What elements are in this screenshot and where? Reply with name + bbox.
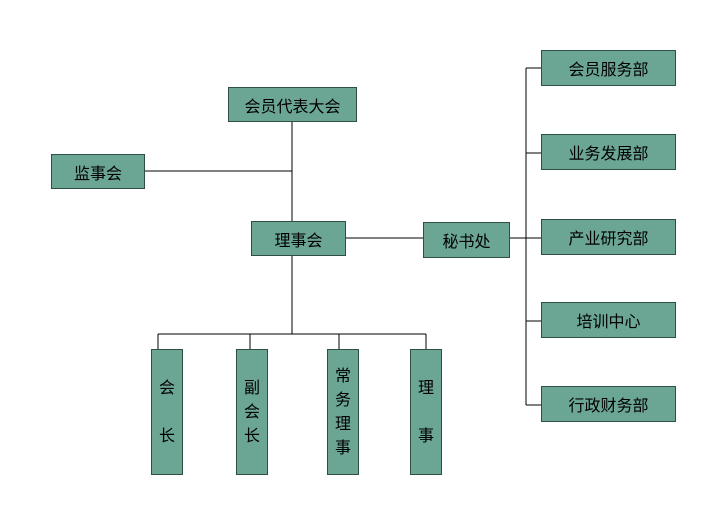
officer-char <box>423 400 428 424</box>
officer-executive-director: 常 务 理 事 <box>327 349 359 475</box>
officer-char: 会 <box>158 378 175 397</box>
officer-char: 常 <box>334 366 351 385</box>
dept-business-development: 业务发展部 <box>541 134 676 170</box>
dept-label: 行政财务部 <box>568 396 649 415</box>
officer-char: 务 <box>334 390 351 409</box>
officer-char: 理 <box>417 378 434 397</box>
officer-vice-president: 副 会 长 <box>236 349 268 475</box>
dept-label: 培训中心 <box>576 312 641 331</box>
node-secretariat-label: 秘书处 <box>442 232 491 251</box>
officer-char: 长 <box>243 426 260 445</box>
dept-label: 产业研究部 <box>568 229 649 248</box>
node-supervisors: 监事会 <box>51 154 145 189</box>
officer-char <box>164 400 169 424</box>
dept-industry-research: 产业研究部 <box>541 219 676 255</box>
officer-char: 长 <box>158 426 175 445</box>
officer-director: 理 事 <box>410 349 442 475</box>
node-congress-label: 会员代表大会 <box>244 96 341 116</box>
dept-member-services: 会员服务部 <box>541 50 676 86</box>
dept-training-center: 培训中心 <box>541 302 676 338</box>
node-supervisors-label: 监事会 <box>73 163 122 183</box>
node-congress: 会员代表大会 <box>228 87 357 122</box>
node-secretariat: 秘书处 <box>423 222 510 258</box>
officer-char: 事 <box>417 426 434 445</box>
node-council: 理事会 <box>251 221 346 256</box>
node-council-label: 理事会 <box>274 230 323 250</box>
officer-char: 理 <box>334 414 351 433</box>
dept-label: 会员服务部 <box>568 60 649 79</box>
officer-char: 会 <box>243 402 260 421</box>
dept-label: 业务发展部 <box>568 144 649 163</box>
officer-char: 事 <box>334 438 351 457</box>
officer-president: 会 长 <box>151 349 183 475</box>
dept-admin-finance: 行政财务部 <box>541 386 676 422</box>
officer-char: 副 <box>243 378 260 397</box>
